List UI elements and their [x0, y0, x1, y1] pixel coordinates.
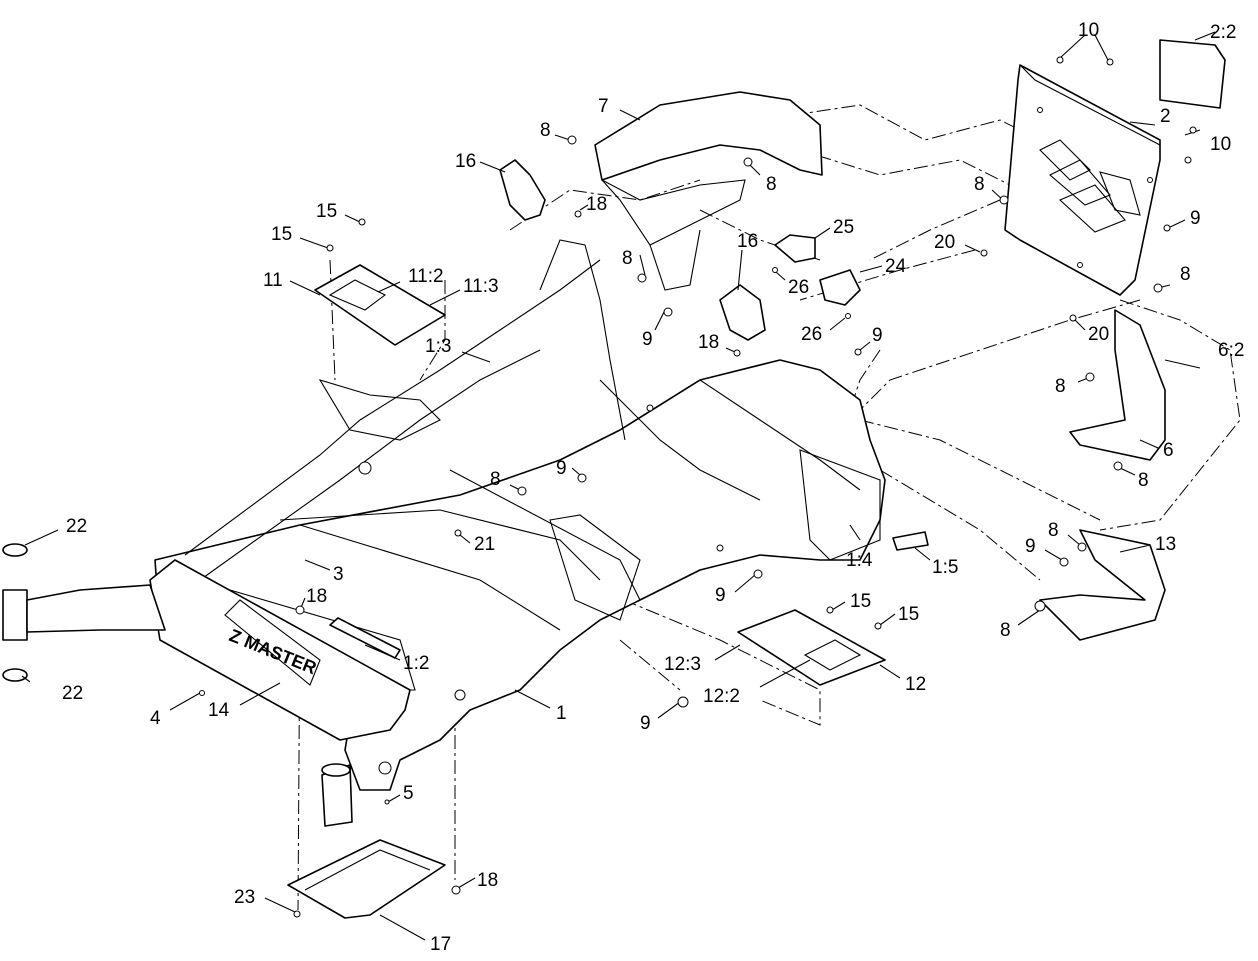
callout-8g: 8: [490, 469, 501, 490]
callout-1-4: 1:4: [846, 550, 873, 571]
callout-15d: 15: [898, 604, 919, 625]
callout-8j: 8: [1000, 620, 1011, 641]
callout-4: 4: [150, 708, 161, 729]
callout-7: 7: [598, 96, 609, 117]
fasteners: [199, 56, 1197, 918]
callout-1-2: 1:2: [403, 653, 429, 674]
callout-2-2: 2:2: [1210, 22, 1236, 43]
callout-9b: 9: [642, 329, 653, 350]
bushings-part-22: [2, 543, 166, 682]
callout-17: 17: [430, 934, 451, 955]
plate-part-12: [737, 609, 886, 686]
callout-9g: 9: [640, 713, 651, 734]
callout-8c: 8: [974, 174, 985, 195]
callout-21: 21: [474, 534, 495, 555]
callout-1: 1: [556, 703, 567, 724]
callout-15b: 15: [271, 224, 292, 245]
plate-part-11: [314, 264, 446, 346]
callout-11-2: 11:2: [408, 266, 444, 287]
callout-12-3: 12:3: [664, 654, 701, 675]
callout-20a: 20: [934, 232, 955, 253]
callout-11-3: 11:3: [463, 276, 499, 297]
callout-15c: 15: [850, 591, 871, 612]
callout-18c: 18: [306, 586, 327, 607]
callout-18b: 18: [698, 332, 719, 353]
callout-20b: 20: [1088, 324, 1109, 345]
side-guard-part-6: [1069, 309, 1166, 461]
callout-8f: 8: [1055, 376, 1066, 397]
callout-2: 2: [1160, 106, 1171, 127]
callout-6: 6: [1163, 440, 1174, 461]
callout-11: 11: [263, 270, 283, 291]
callout-6-2: 6:2: [1218, 340, 1244, 361]
callout-9f: 9: [715, 585, 726, 606]
callout-22a: 22: [66, 516, 87, 537]
lower-bracket-part-17: [287, 839, 446, 919]
callout-8b: 8: [766, 174, 777, 195]
callout-3: 3: [333, 564, 344, 585]
callout-8i: 8: [1048, 520, 1059, 541]
callout-12-2: 12:2: [703, 686, 740, 707]
decal-part-2-2: [1159, 39, 1226, 109]
callout-5: 5: [403, 783, 414, 804]
callout-25: 25: [833, 217, 854, 238]
callout-8a: 8: [540, 120, 551, 141]
callout-16b: 16: [737, 231, 758, 252]
callout-18d: 18: [477, 870, 498, 891]
front-bumper-part-14: Z MASTER: [149, 559, 411, 741]
callouts: 2:2 10 10 2 7 8 8 16 18 8 15 15 16 25 20…: [21, 20, 1244, 955]
callout-12: 12: [905, 674, 926, 695]
callout-9c: 9: [872, 325, 883, 346]
bracket-part-24-25: [774, 234, 861, 306]
callout-1-3: 1:3: [425, 336, 451, 357]
callout-23: 23: [234, 887, 255, 908]
callout-14: 14: [208, 700, 230, 721]
callout-26b: 26: [801, 324, 822, 345]
callout-18a: 18: [586, 194, 607, 215]
main-frame-part-1: [154, 239, 886, 791]
callout-9a: 9: [1190, 208, 1201, 229]
decal-part-1-5: [892, 531, 929, 551]
callout-16a: 16: [455, 151, 476, 172]
callout-24: 24: [885, 256, 907, 277]
callout-26a: 26: [788, 277, 809, 298]
callout-10a: 10: [1078, 20, 1099, 41]
callout-8e: 8: [1180, 264, 1191, 285]
upper-cover-part-7: [594, 91, 823, 291]
decal-part-1-2: [329, 617, 401, 659]
callout-8d: 8: [622, 248, 633, 269]
guard-part-13: [1039, 529, 1166, 641]
callout-22b: 22: [62, 683, 83, 704]
callout-1-5: 1:5: [932, 557, 958, 578]
callout-10b: 10: [1210, 134, 1231, 155]
bracket-part-16: [499, 159, 766, 341]
tube-part-5: [321, 763, 353, 827]
callout-8h: 8: [1138, 470, 1149, 491]
callout-9e: 9: [1025, 536, 1036, 557]
callout-13: 13: [1155, 534, 1176, 555]
rear-shield-part-2: [1004, 64, 1161, 296]
callout-15a: 15: [316, 201, 337, 222]
callout-9d: 9: [556, 458, 567, 479]
